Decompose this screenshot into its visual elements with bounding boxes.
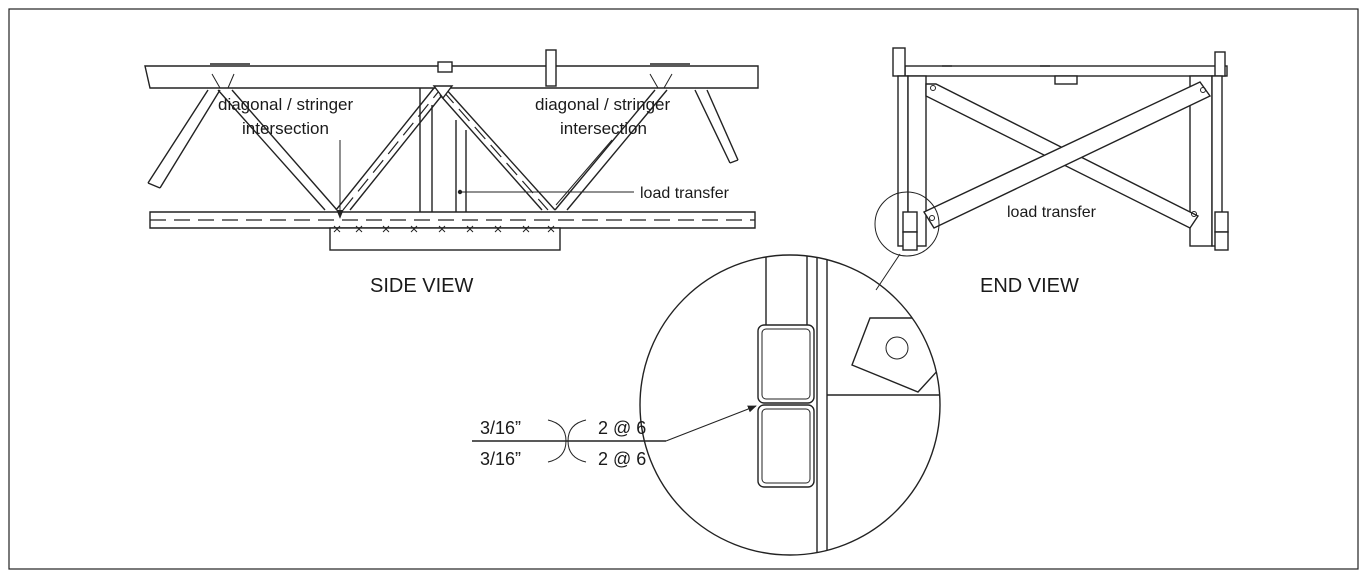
center-diagonal-right-b bbox=[439, 94, 543, 211]
detail-callout-leader bbox=[875, 253, 901, 291]
outer-diagonal-left-a bbox=[147, 89, 209, 184]
fillet-left-curve bbox=[547, 419, 567, 463]
leader-right-intersection bbox=[555, 139, 613, 206]
weld-ticks bbox=[333, 225, 555, 233]
end-right-foot-a bbox=[1214, 211, 1229, 233]
detail-callout-circle bbox=[874, 191, 940, 257]
end-view-title: END VIEW bbox=[980, 275, 1079, 297]
outer-diagonal-left-b bbox=[159, 89, 221, 189]
detail-circle bbox=[639, 254, 941, 556]
side-view-drawing bbox=[144, 49, 759, 251]
end-top-left-tab bbox=[892, 47, 906, 77]
detail-bolt-hole bbox=[885, 336, 909, 360]
right-diagonal-a bbox=[554, 89, 656, 211]
side-label-left-line2: intersection bbox=[242, 119, 329, 138]
end-brace-ascending bbox=[922, 81, 1212, 229]
end-left-foot-b bbox=[902, 231, 918, 251]
detail-gusset-plate bbox=[851, 317, 940, 393]
center-diagonal-right-a bbox=[444, 87, 556, 211]
end-top-clip bbox=[1054, 75, 1078, 85]
weld-bottom-spec: 2 @ 6 bbox=[598, 449, 646, 469]
end-right-foot-b bbox=[1214, 231, 1229, 251]
center-diagonal-right-cl bbox=[442, 90, 549, 211]
top-clip bbox=[437, 61, 453, 73]
weld-bottom-size: 3/16” bbox=[480, 449, 521, 469]
end-top-beam bbox=[904, 65, 1228, 77]
outer-diagonal-right-a bbox=[694, 89, 731, 164]
detail-enlargement bbox=[639, 254, 941, 556]
weld-arrow bbox=[665, 405, 757, 442]
end-label-load-transfer: load transfer bbox=[1007, 204, 1097, 221]
side-label-right-line1: diagonal / stringer bbox=[535, 95, 670, 114]
drawing-border bbox=[8, 8, 1359, 570]
side-label-load-transfer: load transfer bbox=[640, 185, 730, 202]
weld-top-size: 3/16” bbox=[480, 418, 521, 438]
weld-symbol bbox=[472, 405, 757, 463]
outer-diagonal-right-b bbox=[706, 89, 739, 161]
fillet-right-curve bbox=[567, 419, 587, 463]
side-label-right-line2: intersection bbox=[560, 119, 647, 138]
detail-lower-tube bbox=[757, 404, 815, 488]
left-diagonal-b bbox=[231, 89, 338, 211]
left-diagonal-a bbox=[217, 89, 326, 211]
top-post bbox=[545, 49, 557, 87]
center-diagonal-left-cl bbox=[342, 90, 440, 211]
center-diagonal-left-a bbox=[335, 87, 435, 211]
bottom-chord bbox=[149, 211, 756, 229]
weld-top-spec: 2 @ 6 bbox=[598, 418, 646, 438]
side-view-title: SIDE VIEW bbox=[370, 275, 473, 297]
peak-gusset bbox=[432, 85, 454, 100]
end-view-drawing bbox=[892, 47, 1229, 251]
detail-upper-tube bbox=[757, 324, 815, 404]
bottom-plate bbox=[329, 227, 561, 251]
center-diagonal-left-b bbox=[349, 93, 444, 211]
side-label-left-line1: diagonal / stringer bbox=[218, 95, 353, 114]
end-top-right-tab bbox=[1214, 51, 1226, 77]
right-diagonal-b bbox=[566, 89, 668, 211]
end-left-foot-a bbox=[902, 211, 918, 233]
